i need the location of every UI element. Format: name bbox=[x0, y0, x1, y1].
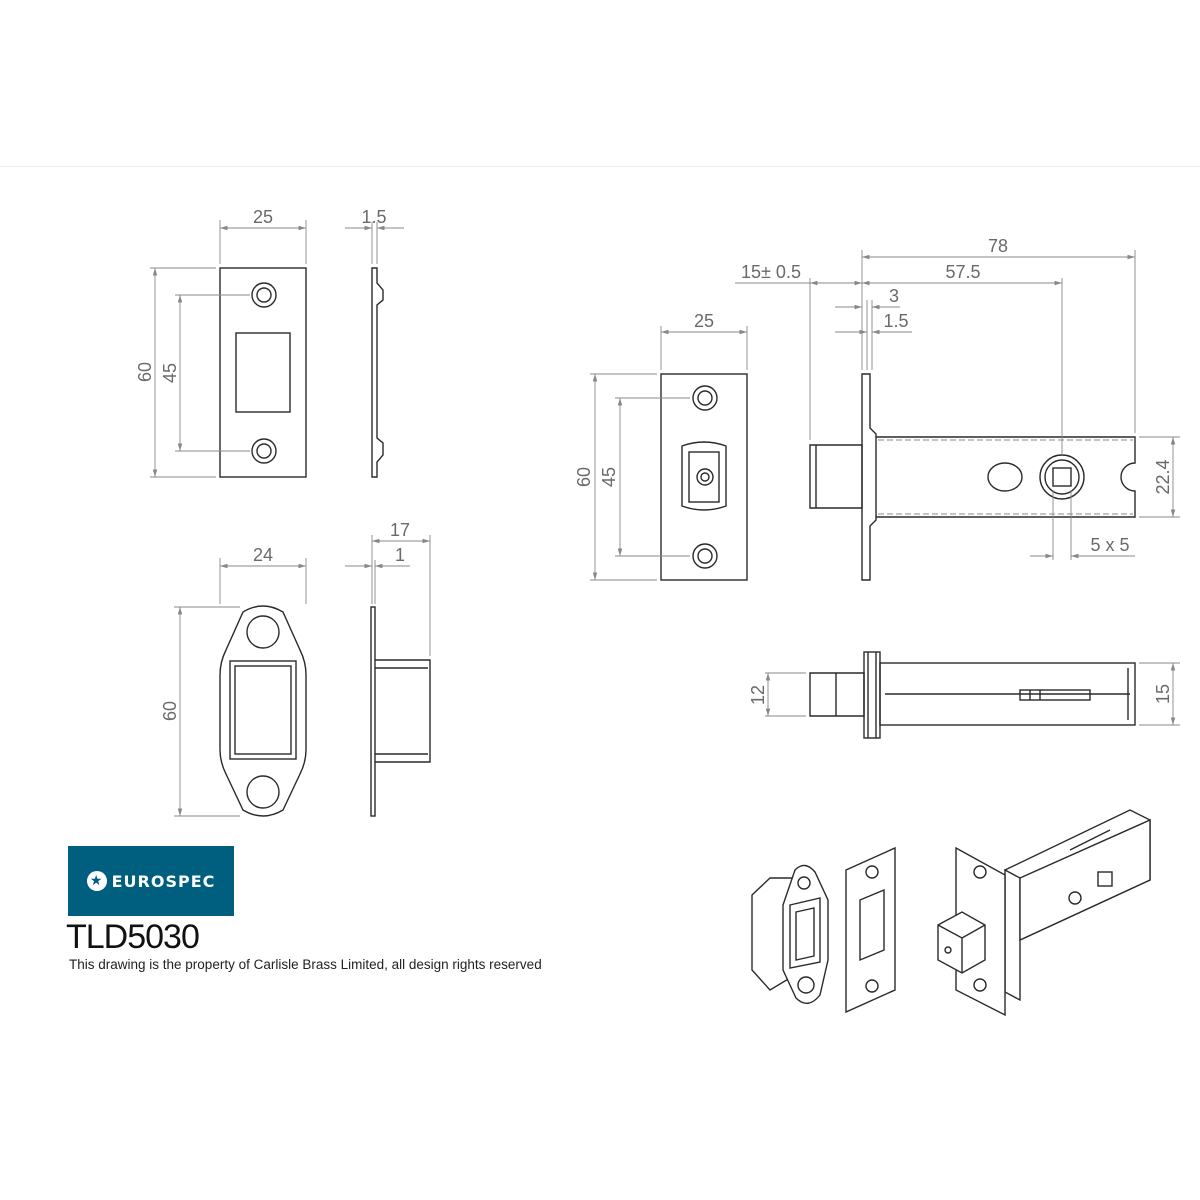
strike-plate-isometric bbox=[845, 846, 896, 1014]
eurospec-logo: ★EUROSPEC bbox=[68, 846, 234, 916]
keep-side-view: 17 1 bbox=[345, 520, 431, 817]
latch-side-view: 78 57.5 15± 0.5 3 1.5 22.4 5 x 5 bbox=[735, 236, 1180, 581]
keep-depth-dim: 17 bbox=[390, 520, 410, 540]
strike-height-dim: 60 bbox=[135, 362, 155, 382]
star-icon: ★ bbox=[86, 871, 107, 891]
backset-dim: 57.5 bbox=[945, 262, 980, 282]
bolt-projection-dim: 15± 0.5 bbox=[741, 262, 801, 282]
spindle-dim: 5 x 5 bbox=[1090, 535, 1129, 555]
case-thickness-dim: 15 bbox=[1153, 684, 1173, 704]
latch-isometric bbox=[937, 809, 1151, 1017]
latch-face-pitch-dim: 45 bbox=[599, 467, 619, 487]
keep-height-dim: 60 bbox=[160, 701, 180, 721]
strike-pitch-dim: 45 bbox=[160, 363, 180, 383]
page-divider bbox=[0, 166, 1200, 167]
keep-width-dim: 24 bbox=[253, 545, 273, 565]
brand-name: EUROSPEC bbox=[111, 871, 216, 891]
strike-plate-side-view: 1.5 bbox=[345, 207, 404, 478]
overall-length-dim: 78 bbox=[988, 236, 1008, 256]
keep-front-view: 24 60 bbox=[160, 545, 307, 817]
bolt-thickness-dim: 12 bbox=[748, 685, 768, 705]
latch-faceplate-front-view: 25 60 45 bbox=[574, 311, 748, 581]
strike-width-dim: 25 bbox=[253, 207, 273, 227]
case-height-dim: 22.4 bbox=[1153, 459, 1173, 494]
product-code: TLD5030 bbox=[66, 918, 200, 956]
keep-flange-dim: 1 bbox=[395, 545, 405, 565]
strike-thickness-dim: 1.5 bbox=[361, 207, 386, 227]
copyright-note: This drawing is the property of Carlisle… bbox=[69, 957, 542, 972]
latch-face-height-dim: 60 bbox=[574, 467, 594, 487]
keep-isometric bbox=[751, 864, 829, 1004]
faceplate-offset-dim: 3 bbox=[889, 286, 899, 306]
strike-plate-front-view: 25 60 45 bbox=[135, 207, 307, 478]
faceplate-thickness-dim: 1.5 bbox=[883, 311, 908, 331]
latch-face-width-dim: 25 bbox=[694, 311, 714, 331]
latch-top-view: 12 15 bbox=[748, 651, 1180, 739]
